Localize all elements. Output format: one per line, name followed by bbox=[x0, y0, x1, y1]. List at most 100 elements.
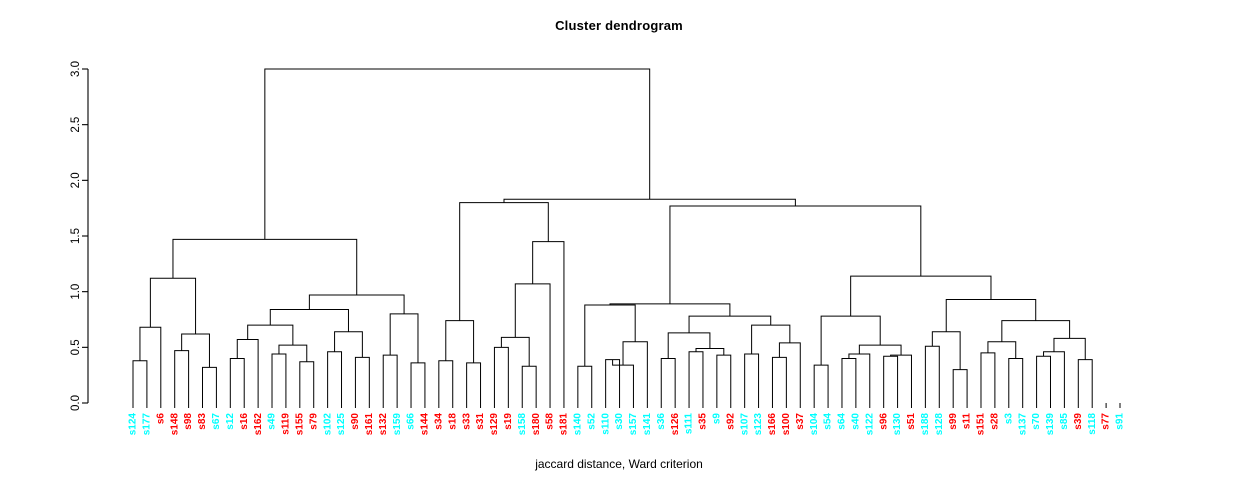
leaf-label: s19 bbox=[503, 413, 514, 430]
leaf-label: s100 bbox=[781, 413, 792, 436]
y-axis-tick-label: 2.0 bbox=[70, 172, 82, 188]
dendrogram-branch bbox=[1008, 357, 1024, 403]
dendrogram-branch bbox=[778, 342, 801, 403]
dendrogram-branch bbox=[493, 346, 509, 403]
dendrogram-branch bbox=[858, 344, 902, 356]
leaf-label: s126 bbox=[670, 413, 681, 436]
leaf-label: s144 bbox=[420, 413, 431, 436]
leaf-label: s122 bbox=[864, 413, 875, 436]
leaf-label: s162 bbox=[253, 413, 264, 436]
dendrogram-branch bbox=[269, 308, 349, 332]
y-axis-tick-label: 3.0 bbox=[70, 61, 82, 77]
dendrogram-branch bbox=[605, 359, 621, 403]
dendrogram-branch bbox=[850, 275, 992, 317]
leaf-label: s119 bbox=[281, 413, 292, 435]
leaf-label: s34 bbox=[433, 413, 444, 430]
leaf-label: s31 bbox=[475, 413, 486, 430]
leaf-label: s159 bbox=[392, 413, 403, 436]
leaf-label: s28 bbox=[990, 413, 1001, 430]
dendrogram-branch bbox=[584, 304, 636, 367]
leaf-label: s79 bbox=[308, 413, 319, 430]
dendrogram-branch bbox=[924, 345, 940, 403]
leaf-label: s90 bbox=[350, 413, 361, 430]
dendrogram-branch bbox=[1043, 351, 1065, 403]
dendrogram-branch bbox=[236, 339, 259, 403]
dendrogram-branch bbox=[466, 362, 482, 403]
leaf-ticks bbox=[132, 403, 1121, 408]
dendrogram-branch bbox=[410, 362, 426, 403]
dendrogram-branch bbox=[354, 356, 370, 403]
dendrogram-branch bbox=[931, 331, 961, 370]
dendrogram-branch bbox=[247, 324, 294, 346]
dendrogram-branch bbox=[848, 353, 871, 403]
dendrogram-branch bbox=[521, 365, 537, 403]
leaf-label: s33 bbox=[461, 413, 472, 430]
leaf-label: s139 bbox=[1045, 413, 1056, 436]
leaf-label: s67 bbox=[211, 413, 222, 430]
y-axis-tick-label: 0.0 bbox=[70, 395, 82, 411]
dendrogram-branch bbox=[459, 202, 549, 321]
leaf-label: s140 bbox=[572, 413, 583, 436]
dendrogram-branch bbox=[445, 320, 475, 363]
dendrogram-branch bbox=[771, 356, 787, 403]
x-axis-caption: jaccard distance, Ward criterion bbox=[535, 457, 703, 471]
leaf-label: s30 bbox=[614, 413, 625, 430]
leaf-label: s125 bbox=[336, 413, 347, 436]
dendrogram-branch bbox=[174, 350, 190, 403]
dendrogram-branch bbox=[751, 324, 791, 355]
leaf-label: s40 bbox=[851, 413, 862, 430]
leaf-label: s130 bbox=[892, 413, 903, 436]
leaf-label: s11 bbox=[962, 413, 973, 430]
y-axis-tick-label: 1.0 bbox=[70, 284, 82, 300]
leaf-label: s151 bbox=[976, 413, 987, 436]
leaf-label: s188 bbox=[920, 413, 931, 436]
dendrogram-branch bbox=[688, 351, 704, 403]
dendrogram-branch bbox=[622, 341, 648, 403]
dendrogram-branch bbox=[609, 303, 731, 317]
leaf-label: s96 bbox=[878, 413, 889, 430]
dendrogram-branch bbox=[660, 357, 676, 403]
dendrogram-branch bbox=[308, 294, 405, 314]
dendrogram-branch bbox=[841, 357, 857, 403]
dendrogram-branch bbox=[883, 355, 899, 403]
dendrogram-branch bbox=[149, 277, 197, 334]
page-title: Cluster dendrogram bbox=[555, 18, 683, 33]
dendrogram-branch bbox=[327, 351, 343, 403]
leaf-label: s9 bbox=[711, 413, 722, 425]
leaf-label: s118 bbox=[1087, 413, 1098, 435]
leaf-label: s16 bbox=[239, 413, 250, 430]
dendrogram-branch bbox=[532, 241, 565, 403]
leaf-label: s77 bbox=[1101, 413, 1112, 430]
leaf-label: s102 bbox=[322, 413, 333, 436]
leaf-label: s36 bbox=[656, 413, 667, 430]
dendrogram-branch bbox=[612, 359, 634, 403]
dendrogram-branch bbox=[688, 315, 772, 333]
dendrogram-branch bbox=[500, 336, 530, 367]
dendrogram-branch bbox=[229, 357, 245, 403]
y-axis-tick-label: 0.5 bbox=[70, 339, 82, 355]
leaf-label: s49 bbox=[267, 413, 278, 430]
dendrogram-branch bbox=[744, 353, 760, 403]
leaf-label: s104 bbox=[809, 413, 820, 436]
dendrogram-branch bbox=[172, 238, 358, 296]
leaf-label: s129 bbox=[489, 413, 500, 436]
dendrogram-branch bbox=[382, 354, 398, 403]
leaf-label: s54 bbox=[823, 413, 834, 430]
dendrogram-branch bbox=[980, 352, 996, 403]
leaf-label: s3 bbox=[1003, 413, 1014, 425]
leaf-label: s128 bbox=[934, 413, 945, 436]
leaf-label: s51 bbox=[906, 413, 917, 430]
leaf-label: s6 bbox=[155, 413, 166, 425]
dendrogram-branch bbox=[202, 366, 217, 403]
leaf-label: s161 bbox=[364, 413, 375, 436]
leaf-label: s180 bbox=[531, 413, 542, 436]
leaf-label: s132 bbox=[378, 413, 389, 436]
leaf-label: s137 bbox=[1017, 413, 1028, 436]
dendrogram-branch bbox=[669, 205, 922, 304]
dendrogram-branch bbox=[299, 361, 315, 403]
leaf-label: s58 bbox=[545, 413, 556, 430]
leaf-label: s177 bbox=[142, 413, 153, 436]
